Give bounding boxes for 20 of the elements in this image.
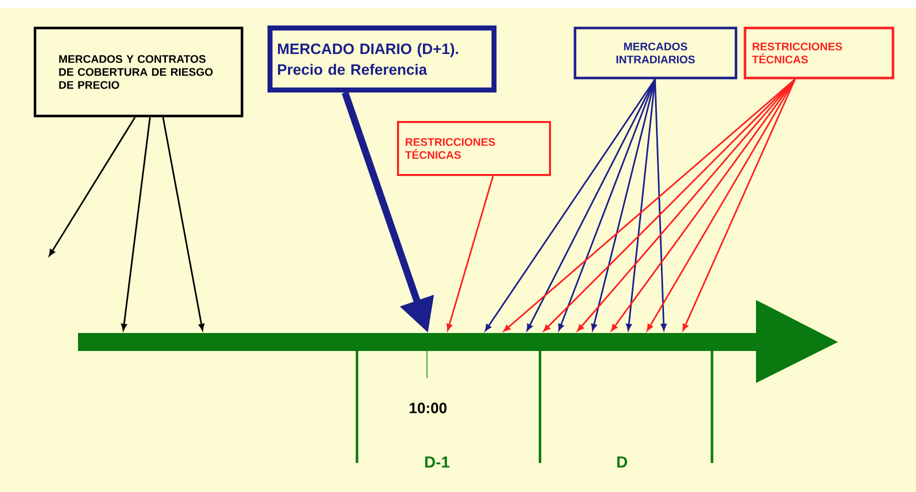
arrow	[484, 78, 656, 331]
arrow	[646, 78, 796, 331]
arrow	[591, 79, 656, 330]
time-label: 10:00	[410, 402, 447, 414]
arrow	[121, 117, 151, 330]
arrow	[626, 79, 656, 330]
arrow	[526, 78, 656, 331]
arrow	[446, 176, 494, 331]
arrow	[162, 117, 204, 330]
arrow	[682, 78, 796, 331]
text-box: MERCADOS INTRADIARIOS	[574, 26, 738, 80]
day-label: D-1	[425, 456, 450, 468]
text-box: RESTRICCIONES TÉCNICAS	[744, 26, 894, 80]
text-box: RESTRICCIONES TÉCNICAS	[397, 121, 551, 176]
text-box: MERCADO DIARIO (D+1). Precio de Referencia	[268, 26, 496, 92]
text-box: MERCADOS Y CONTRATOS DE COBERTURA DE RIESGO DE PRECIO	[34, 26, 244, 118]
day-label: D	[617, 456, 628, 468]
arrow	[654, 79, 667, 330]
arrow	[48, 116, 136, 256]
arrow	[611, 78, 796, 332]
